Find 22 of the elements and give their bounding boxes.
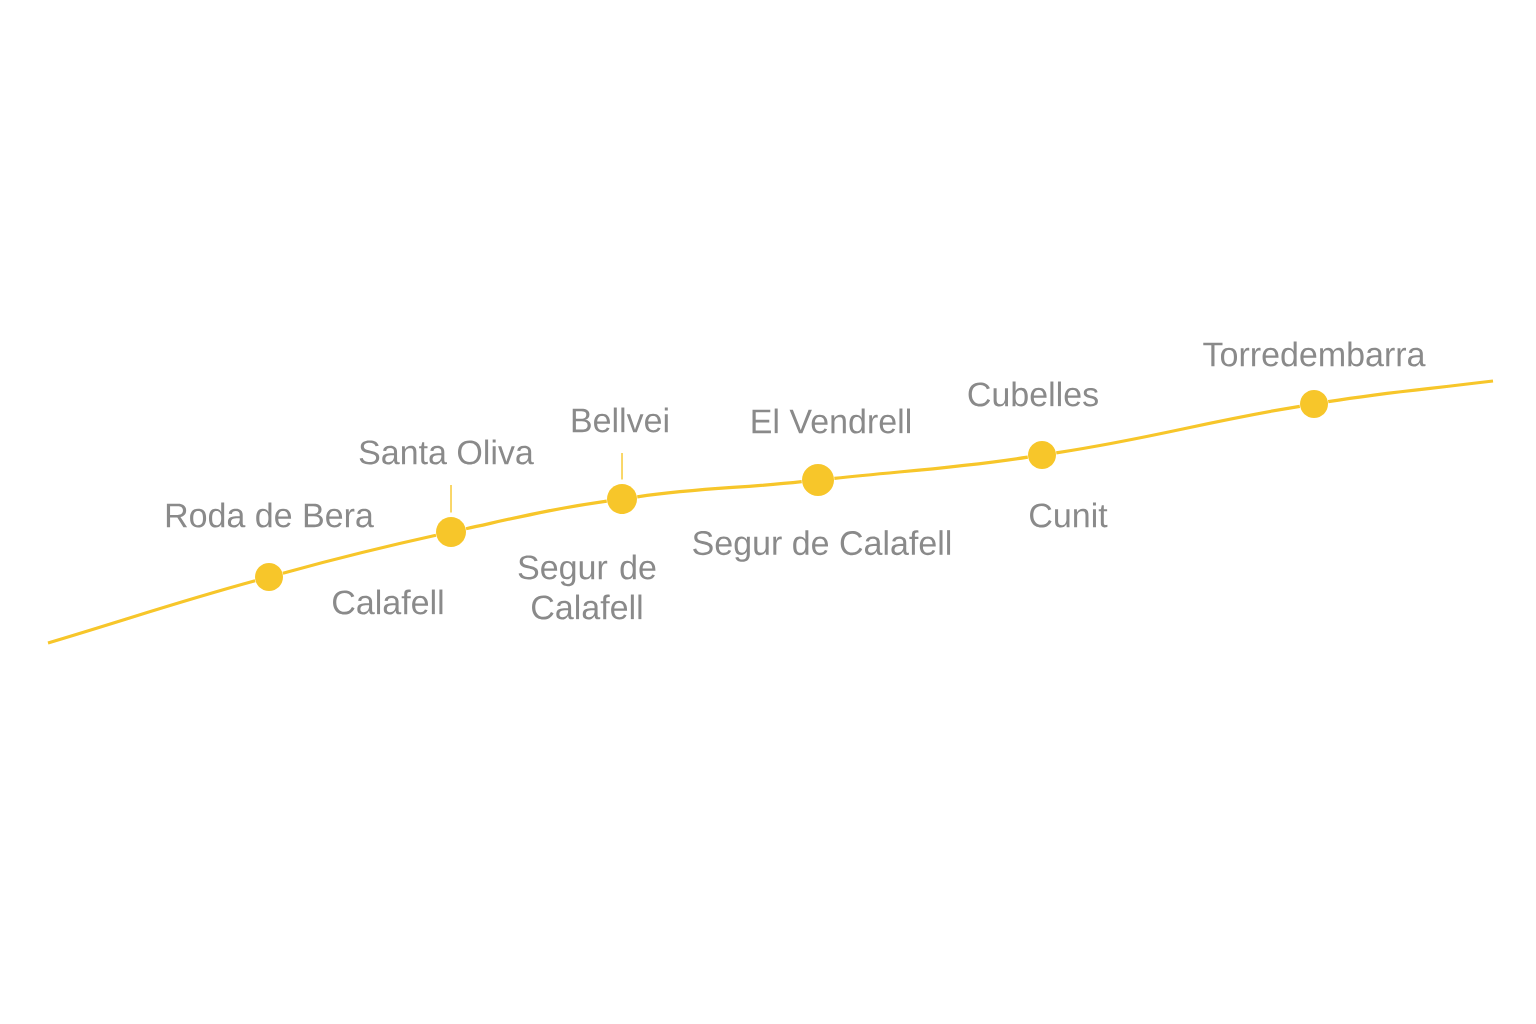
route-line bbox=[47, 579, 256, 645]
station-dot bbox=[607, 484, 637, 514]
route-line bbox=[465, 499, 607, 531]
station-dot bbox=[255, 563, 283, 591]
town-label: Bellvei bbox=[572, 407, 668, 433]
town-label: Santa Oliva bbox=[359, 439, 534, 465]
town-label: Segur de Calafell bbox=[518, 554, 656, 620]
station-dot bbox=[436, 517, 466, 547]
leader-line bbox=[621, 452, 623, 481]
station-dot bbox=[802, 464, 834, 496]
route-line bbox=[834, 455, 1028, 480]
route-line bbox=[637, 480, 802, 499]
leader-line bbox=[450, 484, 452, 514]
town-label: Segur de Calafell bbox=[693, 530, 951, 562]
town-label: Roda de Bera bbox=[166, 502, 374, 528]
station-dot bbox=[1300, 390, 1328, 418]
route-line bbox=[1327, 379, 1494, 404]
town-label: Cunit bbox=[1030, 502, 1108, 528]
town-label: Calafell bbox=[333, 589, 443, 615]
route-line bbox=[1056, 404, 1301, 455]
route-line bbox=[282, 533, 437, 575]
station-dot bbox=[1028, 441, 1056, 469]
